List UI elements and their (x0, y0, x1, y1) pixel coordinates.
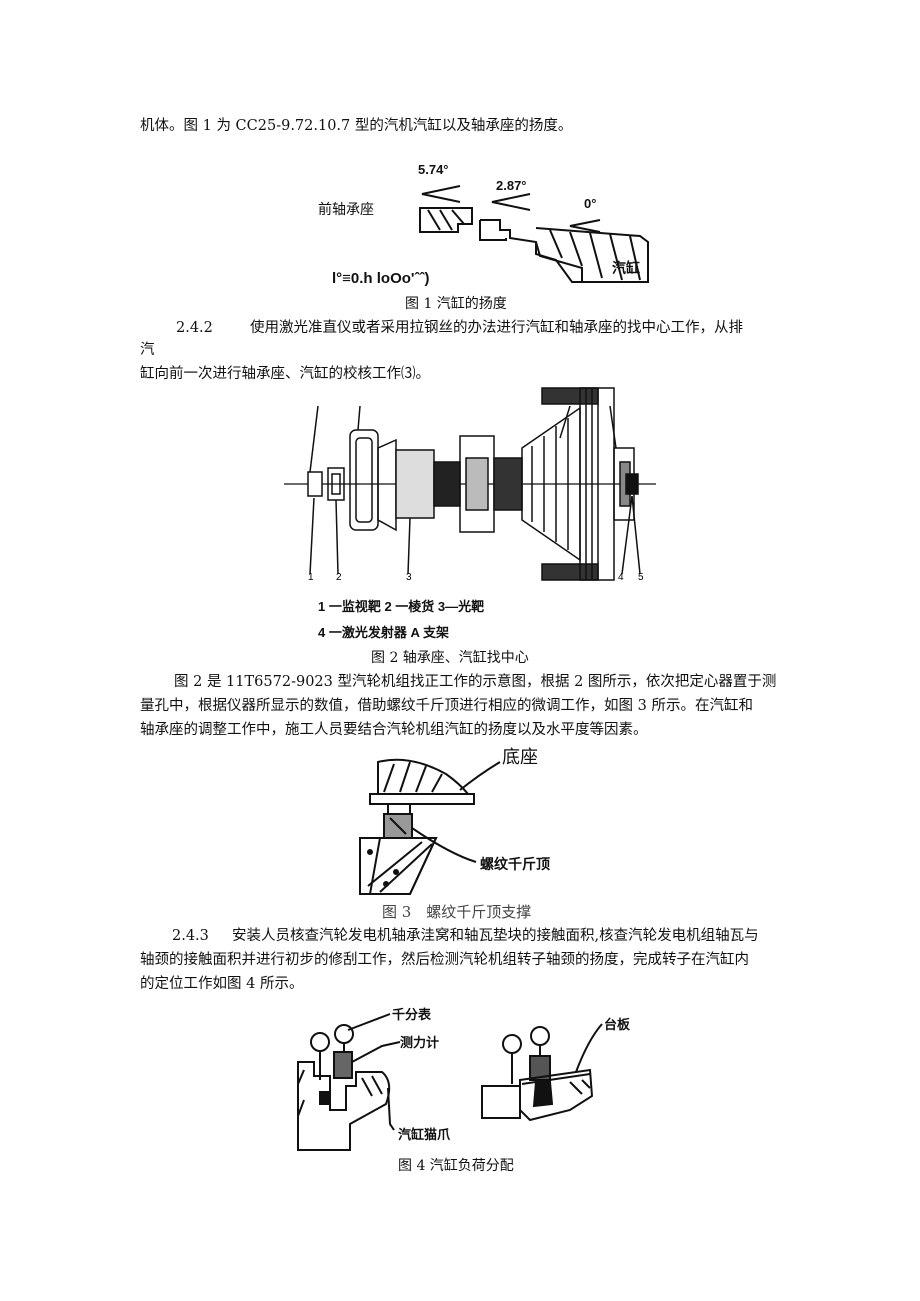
fig2-legend-line2: 4 一激光发射器 A 支架 (318, 625, 449, 640)
para-243-line2: 轴颈的接触面积并进行初步的修刮工作，然后检测汽轮机组转子轴颈的扬度，完成转子在汽… (140, 952, 749, 968)
fig4-label-force-meter: 测力计 (400, 1035, 440, 1050)
fig4-label-dial-gauge: 千分表 (392, 1007, 432, 1022)
fig1-garbled-text: l°≡0.h loOo'ˆˆ) (332, 270, 430, 287)
figure-1-drawing (419, 185, 649, 283)
para-fig2-line3: 轴承座的调整工作中，施工人员要结合汽轮机组汽缸的扬度以及水平度等因素。 (140, 722, 648, 738)
figure-3-screw-jack: 底座 螺纹千斤顶 (350, 744, 590, 904)
fig1-angle-a: 5.74° (418, 162, 449, 177)
para-242-line3: 缸向前一次进行轴承座、汽缸的校核工作⑶。 (140, 366, 430, 382)
para-fig2-line2: 量孔中，根据仪器所显示的数值，借助螺纹千斤顶进行相应的微调工作，如图 3 所示。… (140, 698, 753, 714)
para-242-number: 2.4.2 (176, 320, 213, 336)
figure-4-load-distribution: 千分表 测力计 汽缸猫爪 台板 (290, 1000, 650, 1160)
fig3-label-base: 底座 (502, 747, 538, 768)
fig4-caption: 图 4 汽缸负荷分配 (398, 1158, 514, 1174)
fig1-label-cylinder: 汽缸 (612, 260, 640, 276)
fig2-legend-line1: 1 一监视靶 2 一棱货 3—光靶 (318, 599, 485, 614)
fig2-num-2: 2 (336, 572, 342, 583)
intro-text: 机体。图 1 为 CC25-9.72.10.7 型的汽机汽缸以及轴承座的扬度。 (140, 118, 573, 134)
para-243-number: 2.4.3 (172, 928, 209, 944)
figure-1-cylinder-slope: 5.74° 2.87° 0° 前轴承座 汽缸 l°≡0.h loOo'ˆˆ) (300, 150, 660, 300)
para-242-line2: 汽 (140, 342, 155, 358)
fig1-caption: 图 1 汽缸的扬度 (405, 296, 507, 312)
fig2-num-1: 1 (308, 572, 314, 583)
fig2-num-5: 5 (638, 572, 644, 583)
fig2-num-4: 4 (618, 572, 624, 583)
fig4-label-plate: 台板 (604, 1017, 631, 1032)
para-242-line1: 使用激光准直仪或者采用拉钢丝的办法进行汽缸和轴承座的找中心工作，从排 (250, 320, 743, 336)
fig1-angle-c: 0° (584, 196, 597, 211)
figure-2-alignment: 1 2 3 4 5 (280, 378, 660, 588)
fig4-label-cylinder-claw: 汽缸猫爪 (398, 1127, 451, 1142)
para-243-line3: 的定位工作如图 4 所示。 (140, 976, 304, 992)
figure-4-drawing (297, 1013, 603, 1151)
figure-3-drawing (359, 758, 501, 895)
para-fig2-line1: 图 2 是 11T6572-9023 型汽轮机组找正工作的示意图，根据 2 图所… (174, 674, 777, 690)
fig3-caption: 图 3 螺纹千斤顶支撑 (382, 903, 532, 921)
fig2-number-labels: 1 2 3 4 5 (308, 572, 644, 583)
figure-2-drawing: 1 2 3 4 5 (284, 387, 656, 583)
fig2-num-3: 3 (406, 572, 412, 583)
fig3-label-jack: 螺纹千斤顶 (480, 856, 550, 872)
para-243-line1: 安装人员核查汽轮发电机轴承洼窝和轴瓦垫块的接触面积,核查汽轮发电机组轴瓦与 (232, 928, 759, 944)
fig2-caption: 图 2 轴承座、汽缸找中心 (371, 650, 529, 666)
fig1-label-bearing: 前轴承座 (318, 202, 374, 218)
fig1-angle-b: 2.87° (496, 178, 527, 193)
